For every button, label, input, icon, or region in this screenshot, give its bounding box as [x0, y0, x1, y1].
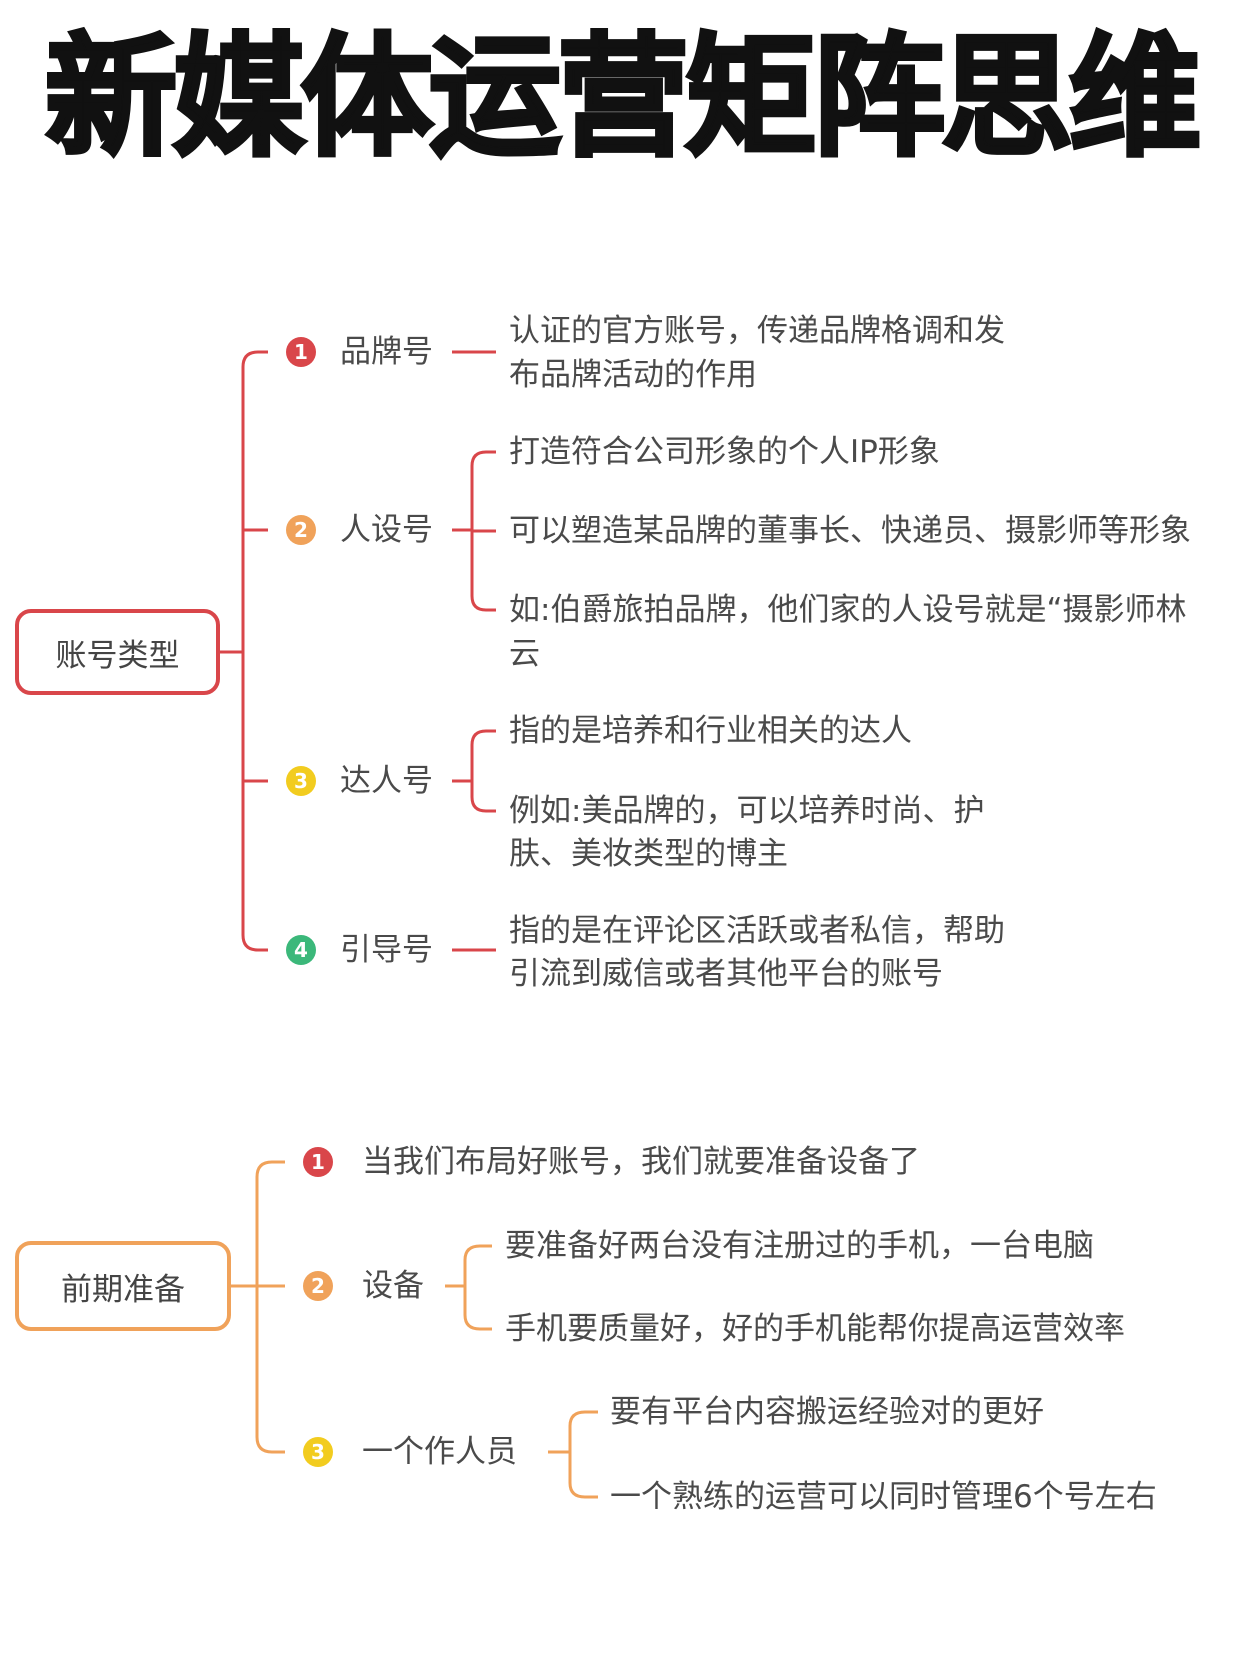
- branch-detail: 例如:美品牌的，可以培养时尚、护: [509, 793, 985, 829]
- branch-detail: 肤、美妆类型的博主: [509, 836, 788, 872]
- branch-detail: 手机要质量好，好的手机能帮你提高运营效率: [505, 1311, 1125, 1347]
- branch-detail: 认证的官方账号，传递品牌格调和发: [509, 313, 1005, 349]
- branch-label: 达人号: [340, 763, 433, 799]
- section1-connectors: [220, 350, 496, 952]
- branch-detail: 要有平台内容搬运经验对的更好: [610, 1394, 1044, 1430]
- number-badge-icon: 2: [286, 515, 316, 545]
- number-badge-icon: 3: [303, 1437, 333, 1467]
- branch-detail: 指的是培养和行业相关的达人: [509, 713, 912, 749]
- branch-label: 人设号: [340, 512, 433, 548]
- root-label: 前期准备: [61, 1271, 185, 1308]
- branch-label: 引导号: [340, 932, 433, 968]
- root-label: 账号类型: [55, 637, 180, 674]
- branch-detail: 打造符合公司形象的个人IP形象: [509, 434, 940, 470]
- root-node-account-types: 账号类型: [15, 609, 220, 695]
- branch-detail: 指的是在评论区活跃或者私信，帮助: [509, 913, 1005, 949]
- number-badge-icon: 1: [303, 1147, 333, 1177]
- branch-detail: 可以塑造某品牌的董事长、快递员、摄影师等形象: [509, 513, 1191, 549]
- branch-label: 一个作人员: [362, 1434, 517, 1470]
- branch-label: 设备: [362, 1268, 424, 1304]
- branch-detail: 一个熟练的运营可以同时管理6个号左右: [610, 1479, 1157, 1515]
- branch-detail: 引流到威信或者其他平台的账号: [509, 956, 943, 992]
- branch-detail: 如:伯爵旅拍品牌，他们家的人设号就是“摄影师林: [509, 592, 1187, 628]
- number-badge-icon: 1: [286, 337, 316, 367]
- number-badge-icon: 4: [286, 935, 316, 965]
- branch-label: 当我们布局好账号，我们就要准备设备了: [362, 1144, 920, 1180]
- root-node-preparation: 前期准备: [15, 1241, 231, 1331]
- section2-connectors: [231, 1160, 598, 1499]
- number-badge-icon: 3: [286, 766, 316, 796]
- branch-detail: 云: [509, 636, 540, 672]
- number-badge-icon: 2: [303, 1271, 333, 1301]
- branch-detail: 要准备好两台没有注册过的手机，一台电脑: [505, 1228, 1094, 1264]
- page-title: 新媒体运营矩阵思维: [43, 19, 1203, 177]
- branch-label: 品牌号: [340, 334, 433, 370]
- branch-detail: 布品牌活动的作用: [509, 357, 757, 393]
